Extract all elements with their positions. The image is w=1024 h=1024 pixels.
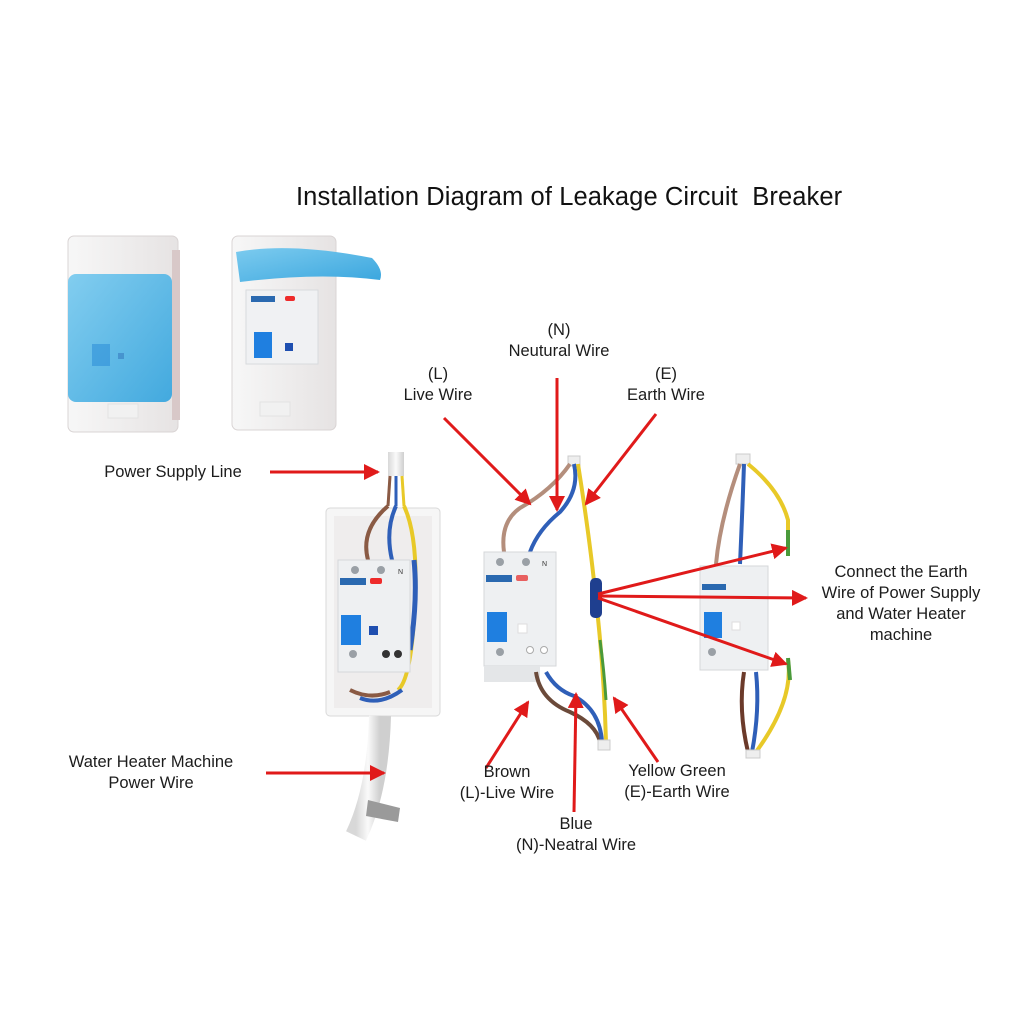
label-line: Blue xyxy=(559,815,593,833)
diagram-title: Installation Diagram of Leakage Circuit … xyxy=(296,183,843,211)
neutral-wire-blue xyxy=(528,463,578,553)
label-line: (N) xyxy=(547,321,571,339)
label-water-heater-power-wire: Water Heater Machine Power Wire xyxy=(52,752,250,794)
label-line: (L)-Live Wire xyxy=(459,784,555,802)
open-blue-cover xyxy=(236,248,381,282)
live-wire-brown xyxy=(501,462,572,553)
open-enclosure xyxy=(231,235,381,431)
label-line: Neutural Wire xyxy=(508,342,610,360)
arrow-live-wire xyxy=(442,416,532,506)
label-line: (N)-Neatral Wire xyxy=(515,836,637,854)
arrow-earth-top-end xyxy=(597,543,788,596)
label-line: Connect the Earth xyxy=(834,563,968,581)
mounted-box-assembly: N xyxy=(325,452,441,841)
arrow-connect-earth-label xyxy=(597,589,808,606)
breaker-handle xyxy=(704,612,722,638)
label-neutral-wire-top: (N) Neutural Wire xyxy=(496,320,622,362)
label-line: Wire of Power Supply xyxy=(821,584,981,602)
label-line: Earth Wire xyxy=(627,386,705,404)
arrow-brown-live xyxy=(484,700,530,769)
label-blue-neutral-wire: Blue (N)-Neatral Wire xyxy=(500,814,652,856)
arrow-yellow-green-earth xyxy=(612,696,660,763)
label-power-supply-line: Power Supply Line xyxy=(90,462,256,483)
arrow-earth-wire xyxy=(584,413,658,506)
terminal-n-label: N xyxy=(398,569,403,576)
terminal-n-label: N xyxy=(542,561,547,568)
breaker-handle xyxy=(254,332,272,358)
label-line: Brown xyxy=(483,763,531,781)
label-line: and Water Heater xyxy=(836,605,966,623)
label-brown-live-wire: Brown (L)-Live Wire xyxy=(452,762,562,804)
label-line: (E) xyxy=(655,365,677,383)
label-line: machine xyxy=(869,626,933,644)
earth-connection-breaker xyxy=(699,453,792,759)
label-connect-earth-wires: Connect the Earth Wire of Power Supply a… xyxy=(806,562,996,646)
label-line: Power Wire xyxy=(108,774,194,792)
label-line: Water Heater Machine xyxy=(68,753,234,771)
label-line: (E)-Earth Wire xyxy=(624,783,730,801)
arrow-blue-neutral xyxy=(567,692,584,813)
label-yellow-green-earth-wire: Yellow Green (E)-Earth Wire xyxy=(610,761,744,803)
breaker-handle xyxy=(487,612,507,642)
arrow-earth-bottom-end xyxy=(597,596,788,667)
breaker-handle xyxy=(341,615,361,645)
label-live-wire-top: (L) Live Wire xyxy=(392,364,484,406)
water-heater-cable xyxy=(346,715,391,841)
transparent-blue-cover xyxy=(68,274,172,402)
test-button xyxy=(370,578,382,584)
wired-breaker-assembly: N xyxy=(483,455,611,751)
annotation-arrows xyxy=(266,378,808,813)
insulation-tape xyxy=(590,578,602,618)
power-supply-cable xyxy=(388,452,404,476)
label-line: (L) xyxy=(427,365,449,383)
label-earth-wire-top: (E) Earth Wire xyxy=(616,364,716,406)
label-line: Yellow Green xyxy=(628,762,726,780)
label-line: Live Wire xyxy=(403,386,473,404)
closed-enclosure xyxy=(67,235,180,433)
label-line: Power Supply Line xyxy=(104,463,242,481)
cable-clamp xyxy=(366,800,400,822)
